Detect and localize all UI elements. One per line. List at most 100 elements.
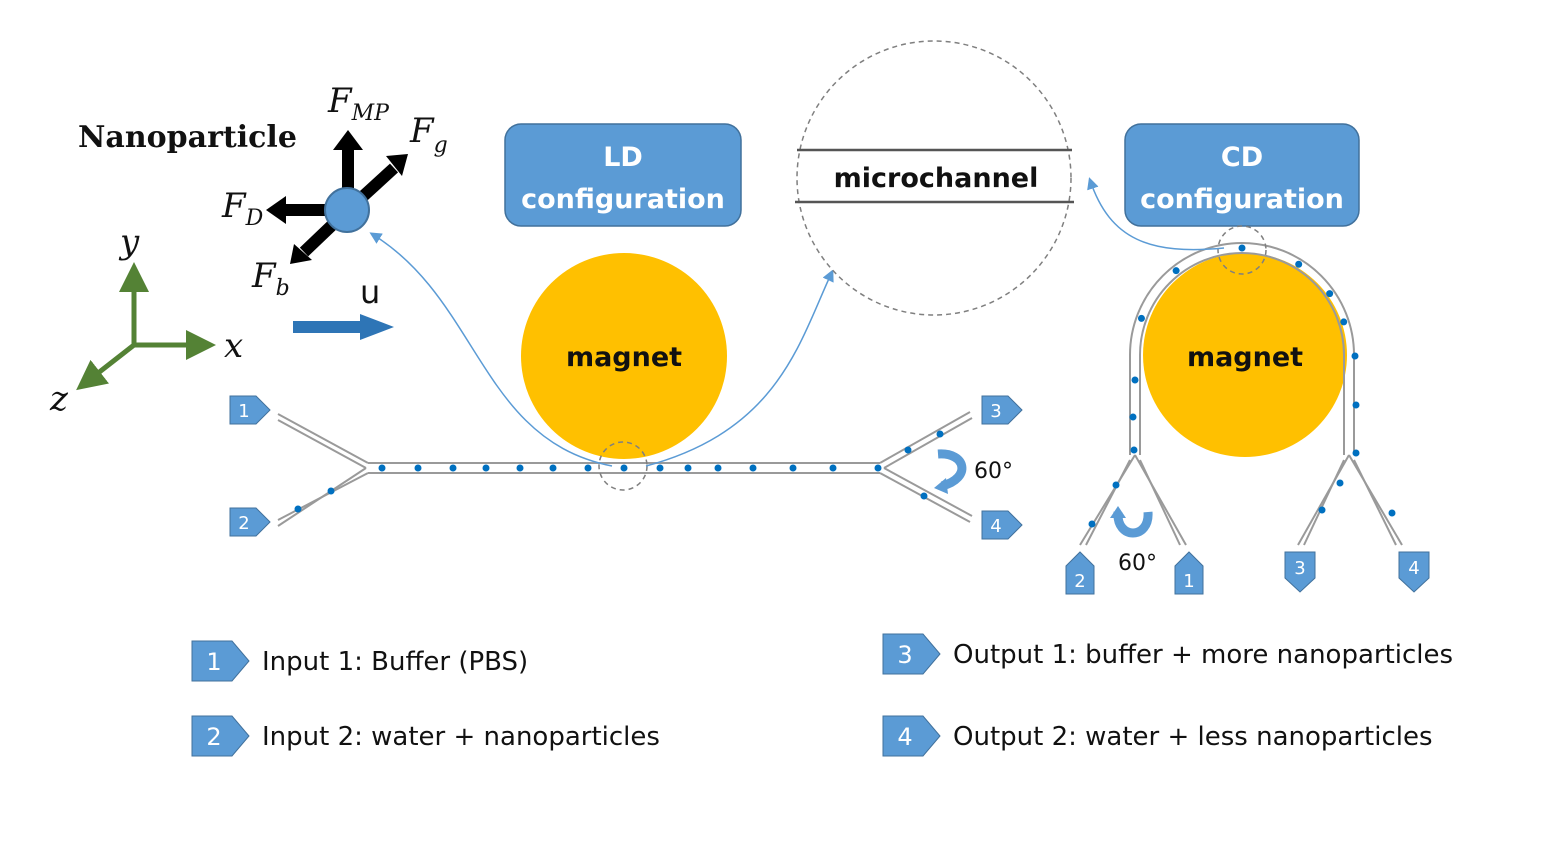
- legend-marker: [191, 640, 250, 682]
- z-axis-label: z: [49, 379, 69, 419]
- ld-port-input-2: 2: [229, 507, 271, 537]
- nanoparticle-dot: [656, 464, 664, 472]
- nanoparticle-dot: [1088, 520, 1096, 528]
- nanoparticle-dot: [294, 505, 302, 513]
- ld-angle-label: 60°: [974, 459, 1013, 484]
- ld-port-output-3: 3: [981, 395, 1023, 425]
- z-axis: [76, 343, 136, 391]
- ld-microchannel: [277, 411, 973, 527]
- nanoparticle-dot: [378, 464, 386, 472]
- cd-port-input-2: 2: [1065, 551, 1095, 595]
- ld-magnet-label: magnet: [566, 342, 682, 373]
- cd-config-title: CD: [1221, 142, 1263, 173]
- svg-text:2: 2: [238, 513, 249, 534]
- cd-magnet-label: magnet: [1187, 342, 1303, 373]
- ld-callout-to-inset: [645, 269, 834, 467]
- nanoparticle-dot: [1238, 244, 1246, 252]
- ld-port-input-1: 1: [229, 395, 271, 425]
- nanoparticle-dot: [1352, 401, 1360, 409]
- nanoparticle-force-diagram: Nanoparticle FMP Fg FD Fb u: [78, 81, 448, 340]
- nanoparticle-dot: [516, 464, 524, 472]
- inset-circle: [796, 40, 1072, 316]
- legend-item-input-2: 2 Input 2: water + nanoparticles: [191, 715, 660, 757]
- svg-text:4: 4: [1408, 558, 1419, 579]
- nanoparticle-dot: [549, 464, 557, 472]
- ld-config-box: [504, 123, 742, 227]
- nanoparticle-dot: [584, 464, 592, 472]
- legend-text: Output 1: buffer + more nanoparticles: [953, 640, 1453, 670]
- x-axis-label: x: [224, 326, 243, 366]
- flow-direction-arrow: [293, 314, 394, 340]
- nanoparticle-dot: [1129, 413, 1137, 421]
- cd-particles: [1088, 244, 1396, 528]
- y-axis-label: y: [118, 222, 140, 262]
- legend-marker: [191, 715, 250, 757]
- legend-marker: [882, 633, 941, 675]
- nanoparticle-dot: [1336, 479, 1344, 487]
- nanoparticle-dot: [1137, 314, 1145, 322]
- nanoparticle-dot: [1326, 290, 1334, 298]
- nanoparticle-dot: [1318, 506, 1326, 514]
- nanoparticle-dot: [1352, 449, 1360, 457]
- nanoparticle-dot: [1130, 446, 1138, 454]
- cd-configuration: CD configuration magnet 2 1: [1065, 123, 1430, 595]
- nanoparticle-sphere: [324, 187, 370, 233]
- force-label-gravity: Fg: [409, 111, 448, 158]
- nanoparticle-dot: [482, 464, 490, 472]
- ld-config-subtitle: configuration: [521, 184, 725, 215]
- legend-text: Input 2: water + nanoparticles: [262, 722, 660, 752]
- nanoparticle-dot: [1351, 352, 1359, 360]
- nanoparticle-dot: [920, 492, 928, 500]
- nanoparticle-dot: [414, 464, 422, 472]
- nanoparticle-dot: [749, 464, 757, 472]
- force-label-magnetic: FMP: [327, 81, 390, 126]
- nanoparticle-dot: [714, 464, 722, 472]
- nanoparticle-dot: [874, 464, 882, 472]
- svg-text:3: 3: [1294, 558, 1305, 579]
- nanoparticle-dot: [789, 464, 797, 472]
- nanoparticle-dot: [620, 464, 628, 472]
- ld-particles: [294, 430, 944, 513]
- cd-port-output-4: 4: [1398, 551, 1430, 593]
- nanoparticle-dot: [1340, 318, 1348, 326]
- nanoparticle-dot: [829, 464, 837, 472]
- inset-microchannel-label: microchannel: [834, 163, 1039, 194]
- cd-angle-arrow-icon: [1113, 511, 1153, 538]
- cd-zoom-marker: [1217, 225, 1267, 275]
- nanoparticle-dot: [904, 446, 912, 454]
- svg-text:2: 2: [1074, 571, 1085, 592]
- ld-configuration: LD configuration magnet 1: [229, 123, 1023, 540]
- legend-text: Output 2: water + less nanoparticles: [953, 722, 1433, 752]
- nanoparticle-dot: [1172, 267, 1180, 275]
- ld-callout-to-nanoparticle: [369, 232, 613, 467]
- legend-marker: [882, 715, 941, 757]
- nanoparticle-dot: [1131, 376, 1139, 384]
- svg-text:1: 1: [206, 648, 221, 676]
- legend-item-input-1: 1 Input 1: Buffer (PBS): [191, 640, 528, 682]
- nanoparticle-dot: [936, 430, 944, 438]
- svg-text:3: 3: [990, 401, 1001, 422]
- cd-port-output-3: 3: [1284, 551, 1316, 593]
- svg-text:2: 2: [206, 723, 221, 751]
- nanoparticle-dot: [1112, 481, 1120, 489]
- legend-text: Input 1: Buffer (PBS): [262, 647, 528, 677]
- nanoparticle-dot: [1388, 509, 1396, 517]
- svg-text:4: 4: [990, 516, 1001, 537]
- ld-port-output-4: 4: [981, 510, 1023, 540]
- force-label-buoyancy: Fb: [251, 256, 290, 301]
- nanoparticle-dot: [1295, 260, 1303, 268]
- nanoparticle-dot: [327, 487, 335, 495]
- cd-magnet: [1143, 253, 1347, 457]
- legend: 1 Input 1: Buffer (PBS) 2 Input 2: water…: [191, 633, 1453, 757]
- flow-velocity-label: u: [360, 273, 380, 311]
- force-label-drag: FD: [221, 186, 264, 231]
- cd-microchannel: [1079, 242, 1403, 546]
- ld-magnet: [521, 253, 727, 459]
- cd-angle-label: 60°: [1118, 551, 1157, 576]
- cd-callout-to-inset: [1087, 177, 1225, 251]
- svg-text:1: 1: [1183, 571, 1194, 592]
- legend-item-output-2: 4 Output 2: water + less nanoparticles: [882, 715, 1433, 757]
- cd-port-input-1: 1: [1174, 551, 1204, 595]
- legend-item-output-1: 3 Output 1: buffer + more nanoparticles: [882, 633, 1453, 675]
